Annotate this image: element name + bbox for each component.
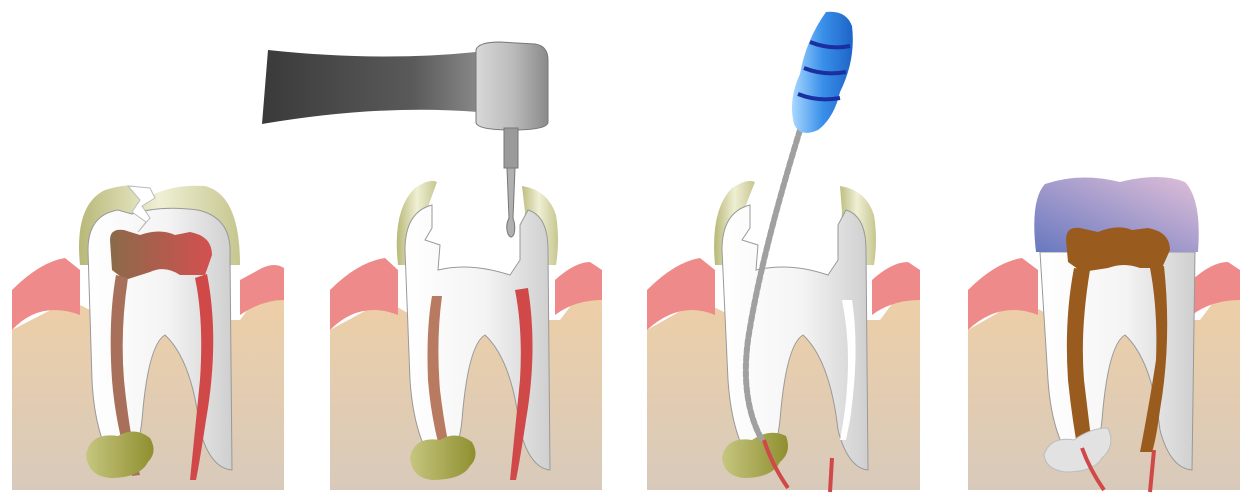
crack-icon — [126, 185, 156, 233]
file-ring — [809, 40, 851, 50]
cleaned-canal-right — [840, 300, 856, 440]
gum — [330, 258, 398, 330]
abscess — [410, 435, 476, 480]
file-shaft — [742, 127, 803, 443]
filling-canal-left — [1066, 268, 1094, 462]
nerve-end-right — [1148, 449, 1156, 493]
root-canal-right — [190, 274, 214, 480]
abscess — [722, 432, 788, 478]
open-canal-right — [510, 288, 533, 480]
nerve-end-left — [762, 439, 790, 490]
drill-chuck — [503, 127, 519, 169]
gum — [872, 262, 920, 315]
gum — [968, 258, 1038, 330]
root-canal-left — [110, 275, 140, 476]
panel-crowned-tooth — [968, 177, 1240, 493]
panel-drilled-tooth — [262, 41, 602, 490]
nerve-end-left — [1080, 447, 1106, 492]
infected-pulp — [110, 229, 212, 280]
open-canal-left — [427, 296, 456, 476]
drill-bit — [506, 167, 516, 238]
nerve-end-right — [828, 457, 834, 493]
gum — [12, 258, 80, 330]
abscess — [86, 431, 154, 478]
endodontic-file-icon — [742, 11, 853, 443]
file-ring — [797, 92, 841, 102]
panel-infected-tooth — [12, 185, 284, 490]
dental-drill-icon — [262, 41, 549, 238]
filling — [1066, 227, 1170, 272]
file-ring — [803, 66, 847, 76]
healed-abscess — [1043, 427, 1112, 473]
gum — [647, 258, 715, 330]
drill-handle — [262, 50, 478, 124]
drill-head — [475, 41, 549, 131]
gum — [555, 262, 602, 315]
gum — [1192, 262, 1240, 315]
panel-filed-tooth — [647, 11, 920, 493]
gum — [240, 265, 284, 315]
filling-canal-right — [1140, 266, 1168, 452]
